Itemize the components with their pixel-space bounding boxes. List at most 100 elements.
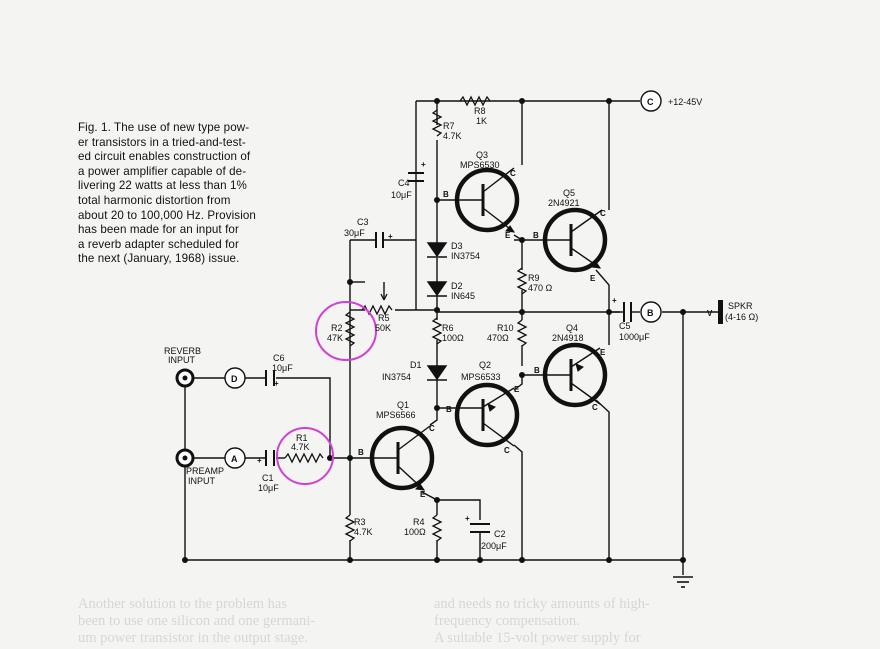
r4-resistor	[431, 514, 443, 542]
highlight-annotations	[276, 301, 377, 485]
spkr-label: SPKR	[728, 301, 753, 311]
r1-resistor	[284, 452, 324, 464]
bleed-line: um power transistor in the output stage.	[78, 630, 308, 646]
r2-resistor	[344, 311, 356, 347]
supply-voltage-label: +12-45V	[668, 97, 702, 107]
ground-icon	[673, 576, 693, 588]
c2-plus: +	[465, 514, 470, 523]
q2-name: Q2	[479, 360, 491, 370]
r8-value: 1K	[476, 116, 487, 126]
component-labels: +12-45V R8 1K R7 4.7K Q3 MPS6530 C4 10μF…	[164, 97, 758, 551]
q4-pin-c: C	[592, 403, 598, 412]
terminal-a-label: A	[231, 454, 238, 464]
r2-highlight	[315, 301, 377, 361]
c3-plus: +	[388, 232, 393, 241]
c6-value: 10μF	[272, 363, 293, 373]
r5-name: R5	[378, 313, 390, 323]
q5-pin-c: C	[600, 209, 606, 218]
q1-transistor	[369, 425, 435, 491]
q5-pin-e: E	[590, 274, 596, 283]
terminal-b-label: B	[647, 308, 654, 318]
q3-name: Q3	[476, 150, 488, 160]
q1-value: MPS6566	[376, 410, 416, 420]
r9-name: R9	[528, 273, 540, 283]
diodes	[426, 242, 448, 381]
caption-line: a power amplifier capable of de-	[78, 164, 247, 178]
r4-value: 100Ω	[404, 527, 426, 537]
c2-value: 200μF	[481, 541, 507, 551]
q5-name: Q5	[563, 188, 575, 198]
q3-pin-e: E	[505, 231, 511, 240]
r5-wiper-arrow	[380, 293, 388, 301]
bleed-line: frequency compensation.	[434, 613, 580, 629]
resistors	[284, 95, 528, 542]
d3-name: D3	[451, 241, 463, 251]
d1-diode	[426, 365, 448, 381]
q2-value: MPS6533	[461, 372, 501, 382]
reverb-input-label: INPUT	[168, 355, 196, 365]
r3-name: R3	[354, 517, 366, 527]
q4-pin-b: B	[534, 366, 540, 375]
capacitors	[265, 172, 632, 533]
terminal-c-label: C	[647, 97, 654, 107]
d1-name: D1	[410, 360, 422, 370]
caption-line: a reverb adapter scheduled for	[78, 237, 239, 251]
c6-capacitor	[265, 370, 275, 386]
r5-value: 50K	[375, 323, 391, 333]
bleed-through-text: Another solution to the problem has been…	[78, 596, 778, 649]
q3-pin-b: B	[443, 190, 449, 199]
r1-value: 4.7K	[291, 442, 310, 452]
r6-name: R6	[442, 323, 454, 333]
bleed-line: A suitable 15-volt power supply for	[434, 630, 641, 646]
d1-value: IN3754	[382, 372, 411, 382]
r8-resistor	[459, 95, 491, 107]
q3-value: MPS6530	[460, 160, 500, 170]
r1-highlight	[276, 427, 334, 485]
speaker-icon	[718, 300, 723, 324]
d3-value: IN3754	[451, 251, 480, 261]
q1-name: Q1	[397, 400, 409, 410]
input-jacks	[175, 368, 195, 468]
caption-line: er transistors in a tried-and-test-	[78, 135, 246, 149]
d2-diode	[426, 281, 448, 297]
q2-pin-e: E	[514, 385, 520, 394]
q2-pin-c: C	[504, 446, 510, 455]
r10-value: 470Ω	[487, 333, 509, 343]
c4-plus: +	[421, 160, 426, 169]
r10-resistor	[516, 319, 528, 347]
r9-resistor	[516, 267, 528, 295]
terminals	[224, 90, 662, 469]
bleed-line: Another solution to the problem has	[78, 596, 288, 612]
c4-value: 10μF	[391, 190, 412, 200]
transistors	[369, 167, 608, 491]
c3-value: 30μF	[344, 228, 365, 238]
r2-name: R2	[331, 323, 343, 333]
c2-name: C2	[494, 529, 506, 539]
preamp-label: PREAMP	[186, 466, 224, 476]
d3-diode	[426, 242, 448, 258]
pin-labels: C B E C B E E B C E B C C B E	[358, 169, 606, 499]
caption-line: Fig. 1. The use of new type pow-	[78, 121, 250, 134]
caption-line: livering 22 watts at less than 1%	[78, 179, 247, 193]
c1-capacitor	[265, 450, 275, 466]
terminal-b	[640, 301, 662, 323]
junction-dots	[182, 98, 686, 563]
c5-plus: +	[612, 296, 617, 305]
q4-transistor	[542, 342, 608, 408]
q5-transistor	[542, 207, 608, 273]
c3-name: C3	[357, 217, 369, 227]
c4-name: C4	[398, 178, 410, 188]
spkr-pin-v: V	[707, 309, 713, 318]
caption-line: ed circuit enables construction of	[78, 150, 251, 164]
q5-pin-b: B	[533, 231, 539, 240]
r3-resistor	[344, 514, 356, 542]
terminal-d	[224, 367, 246, 389]
c3-capacitor	[375, 232, 384, 248]
q1-pin-b: B	[358, 448, 364, 457]
q1-pin-c: C	[429, 424, 435, 433]
terminal-a	[224, 447, 246, 469]
d2-value: IN645	[451, 291, 475, 301]
bleed-line: and needs no tricky amounts of high-	[434, 596, 650, 612]
terminal-c	[640, 90, 662, 112]
